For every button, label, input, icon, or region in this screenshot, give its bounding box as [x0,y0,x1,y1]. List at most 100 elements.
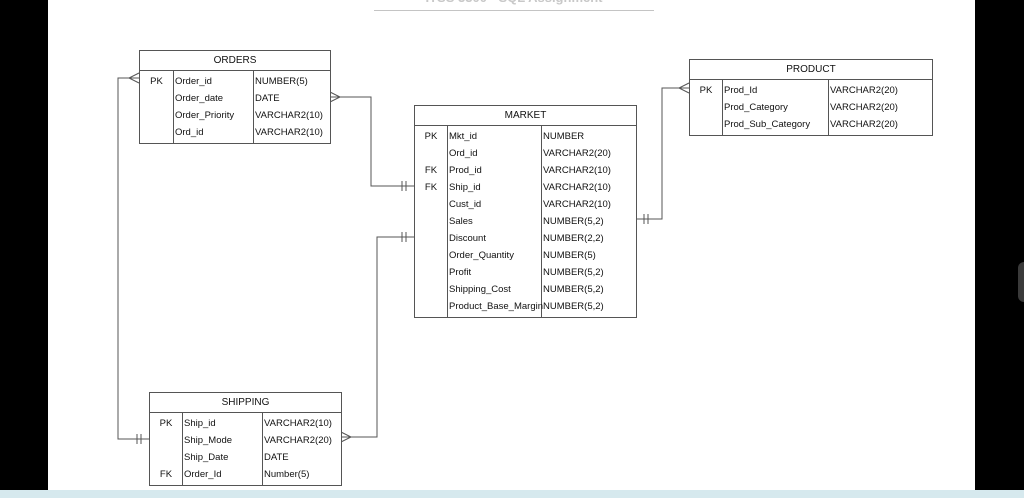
column-divider [173,71,174,143]
diagram-canvas: ITSS 3300 - SQL Assignment OR [48,0,975,490]
attribute-type: NUMBER(5) [255,76,308,87]
entity-title: ORDERS [140,51,330,71]
entity-body: PK Mkt_id NUMBER Ord_id VARCHAR2(20) FK Prod_i… [415,126,636,317]
entity-body: PK Order_id NUMBER(5) Order_date DATE Order_P… [140,71,330,143]
market-entity: MARKET PK Mkt_id NUMBER Ord_id VARCHAR2(20) F… [414,105,637,318]
attribute-row: Prod_Category VARCHAR2(20) [690,99,932,116]
key-marker: FK [159,469,173,480]
attribute-name: Ship_id [449,182,481,193]
attribute-name: Ship_id [184,418,216,429]
attribute-row: FK Ship_id VARCHAR2(10) [415,179,636,196]
attribute-type: NUMBER(5,2) [543,301,604,312]
attribute-name: Prod_Sub_Category [724,119,811,130]
attribute-type: DATE [255,93,280,104]
attribute-row: Order_date DATE [140,90,330,107]
attribute-name: Order_Priority [175,110,235,121]
attribute-name: Order_Quantity [449,250,514,261]
connector-shipping-market [341,236,414,438]
column-divider [253,71,254,143]
crowfoot-market-product [677,82,690,94]
crowfoot-shipping-market [340,431,353,443]
attribute-name: Ord_id [175,127,204,138]
attribute-name: Profit [449,267,472,278]
key-marker: PK [424,131,438,142]
entity-body: PK Ship_id VARCHAR2(10) Ship_Mode VARCHAR2(2… [150,413,341,485]
attribute-type: NUMBER(5,2) [543,267,604,278]
attribute-type: VARCHAR2(10) [264,418,332,429]
attribute-type: NUMBER(2,2) [543,233,604,244]
key-marker: PK [159,418,173,429]
attribute-type: NUMBER(5,2) [543,284,604,295]
crowfoot-orders-shipping [127,72,140,84]
attribute-row: Order_Priority VARCHAR2(10) [140,107,330,124]
attribute-type: NUMBER [543,131,585,142]
attribute-row: Ship_Mode VARCHAR2(20) [150,432,341,449]
attribute-name: Order_id [175,76,212,87]
entity-title: SHIPPING [150,393,341,413]
column-divider [447,126,448,317]
attribute-type: Number(5) [264,469,310,480]
key-marker: FK [424,165,438,176]
attribute-name: Prod_id [449,165,482,176]
attribute-name: Ship_Mode [184,435,233,446]
attribute-type: VARCHAR2(10) [543,199,611,210]
entity-title: MARKET [415,106,636,126]
attribute-name: Product_Base_Margin [449,301,543,312]
attribute-name: Sales [449,216,473,227]
attribute-row: Ord_id VARCHAR2(20) [415,145,636,162]
attribute-row: PK Order_id NUMBER(5) [140,73,330,90]
attribute-name: Order_Id [184,469,222,480]
page-title: ITSS 3300 - SQL Assignment [374,0,654,11]
attribute-row: Cust_id VARCHAR2(10) [415,196,636,213]
bottom-strip [0,490,1024,498]
attribute-type: VARCHAR2(10) [255,127,323,138]
attribute-row: Discount NUMBER(2,2) [415,230,636,247]
orders-entity: ORDERS PK Order_id NUMBER(5) Order_date DATE… [139,50,331,144]
attribute-type: VARCHAR2(10) [255,110,323,121]
crowfoot-orders-market [329,91,342,103]
key-marker: FK [424,182,438,193]
key-marker: PK [699,85,713,96]
attribute-name: Order_date [175,93,224,104]
attribute-type: VARCHAR2(20) [830,85,898,96]
side-handle [1018,262,1024,302]
attribute-type: VARCHAR2(20) [543,148,611,159]
attribute-name: Mkt_id [449,131,477,142]
attribute-name: Prod_Id [724,85,758,96]
entity-title: PRODUCT [690,60,932,80]
attribute-row: Order_Quantity NUMBER(5) [415,247,636,264]
shipping-entity: SHIPPING PK Ship_id VARCHAR2(10) Ship_Mode V… [149,392,342,486]
attribute-type: VARCHAR2(10) [543,165,611,176]
attribute-name: Cust_id [449,199,482,210]
attribute-type: NUMBER(5,2) [543,216,604,227]
attribute-name: Ship_Date [184,452,229,463]
attribute-row: Ord_id VARCHAR2(10) [140,124,330,141]
column-divider [541,126,542,317]
relationship-lines [117,72,690,444]
attribute-row: FK Prod_id VARCHAR2(10) [415,162,636,179]
connector-market-product [636,87,689,220]
column-divider [262,413,263,485]
attribute-name: Discount [449,233,486,244]
attribute-row: PK Prod_Id VARCHAR2(20) [690,82,932,99]
column-divider [182,413,183,485]
attribute-row: FK Order_Id Number(5) [150,466,341,483]
key-marker: PK [150,76,163,87]
column-divider [828,80,829,135]
attribute-row: PK Mkt_id NUMBER [415,128,636,145]
attribute-type: VARCHAR2(10) [543,182,611,193]
connector-orders-market [330,96,414,187]
attribute-name: Ord_id [449,148,478,159]
column-divider [722,80,723,135]
attribute-type: VARCHAR2(20) [264,435,332,446]
attribute-type: VARCHAR2(20) [830,102,898,113]
attribute-name: Prod_Category [724,102,788,113]
attribute-row: Profit NUMBER(5,2) [415,264,636,281]
attribute-type: NUMBER(5) [543,250,596,261]
